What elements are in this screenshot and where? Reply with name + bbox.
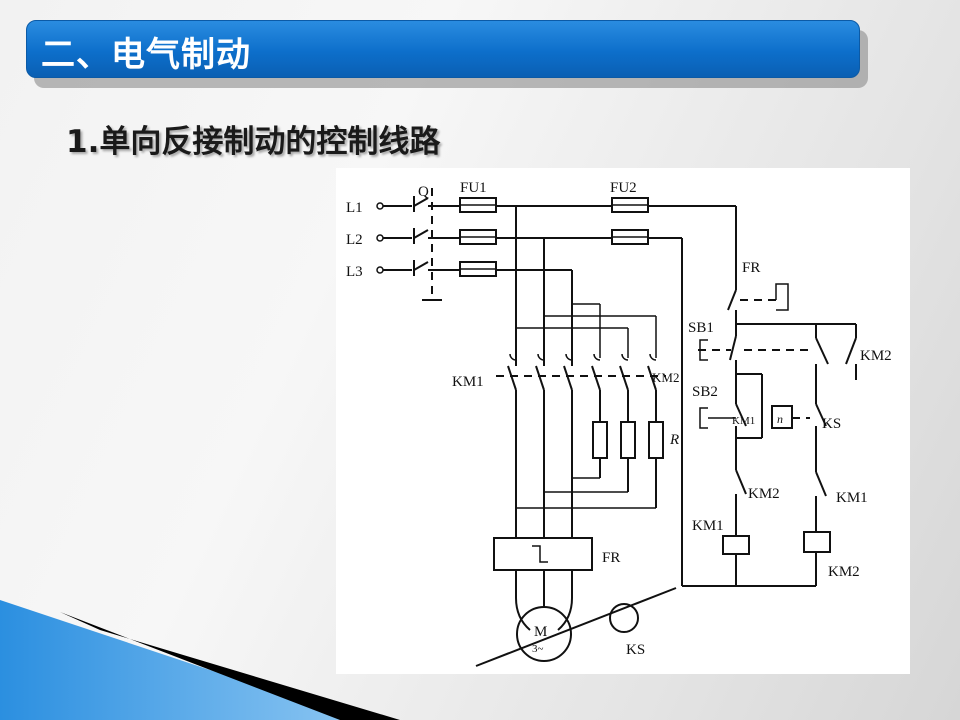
label-km1-main: KM1	[452, 374, 484, 390]
fu1-fuses	[459, 197, 572, 277]
label-fr-control: FR	[742, 260, 760, 276]
km1-interlock-contact	[815, 471, 827, 532]
label-ks-sensor: KS	[626, 642, 645, 658]
km2-interlock-contact	[735, 460, 747, 536]
label-r: R	[669, 432, 679, 448]
slide-title: 二、电气制动	[41, 35, 251, 75]
label-q: Q	[418, 184, 429, 200]
fu2-fuses	[611, 197, 649, 245]
label-ks-contact: KS	[822, 416, 841, 432]
label-l1: L1	[346, 200, 363, 216]
label-km2-hold: KM2	[860, 348, 892, 364]
km2-holding-contact	[744, 324, 857, 404]
label-km2-main: KM2	[652, 370, 679, 385]
label-fu2: FU2	[610, 180, 637, 196]
label-km2-coil: KM2	[828, 564, 860, 580]
label-fu1: FU1	[460, 180, 487, 196]
km1-coil	[722, 535, 750, 586]
fr-control-contact	[727, 283, 789, 324]
q-switch	[413, 188, 460, 301]
corner-decoration	[0, 600, 400, 720]
label-motor-m: M	[534, 624, 547, 640]
label-km1-aux: KM1	[732, 415, 755, 427]
label-km2-interlock: KM2	[748, 486, 780, 502]
label-km1-coil: KM1	[692, 518, 724, 534]
km1-main-contacts	[507, 353, 573, 528]
input-terminals	[376, 202, 412, 274]
label-l2: L2	[346, 232, 363, 248]
km2-coil	[803, 531, 831, 586]
motor-m	[475, 587, 677, 667]
sb1-stop-button	[698, 335, 737, 374]
fr-main-relay	[493, 492, 593, 631]
label-n: n	[777, 412, 783, 426]
label-l3: L3	[346, 264, 363, 280]
ks-speed-contact	[771, 403, 827, 472]
slide-subtitle: 1.单向反接制动的控制线路	[66, 124, 441, 160]
circuit-diagram: L1 L2 L3 Q FU1 FU2 FR SB1 KM2 KM1 KM2 R …	[336, 168, 910, 674]
label-fr-main: FR	[602, 550, 620, 566]
resistors-r	[516, 421, 664, 509]
label-sb1: SB1	[688, 320, 714, 336]
title-bar: 二、电气制动	[26, 20, 860, 78]
km2-main-contacts	[496, 353, 666, 422]
label-sb2: SB2	[692, 384, 718, 400]
label-motor-sub: 3~	[532, 643, 544, 655]
circuit-svg: L1 L2 L3 Q FU1 FU2 FR SB1 KM2 KM1 KM2 R …	[346, 180, 892, 667]
sb2-start-button	[699, 374, 747, 460]
label-km1-interlock: KM1	[836, 490, 868, 506]
